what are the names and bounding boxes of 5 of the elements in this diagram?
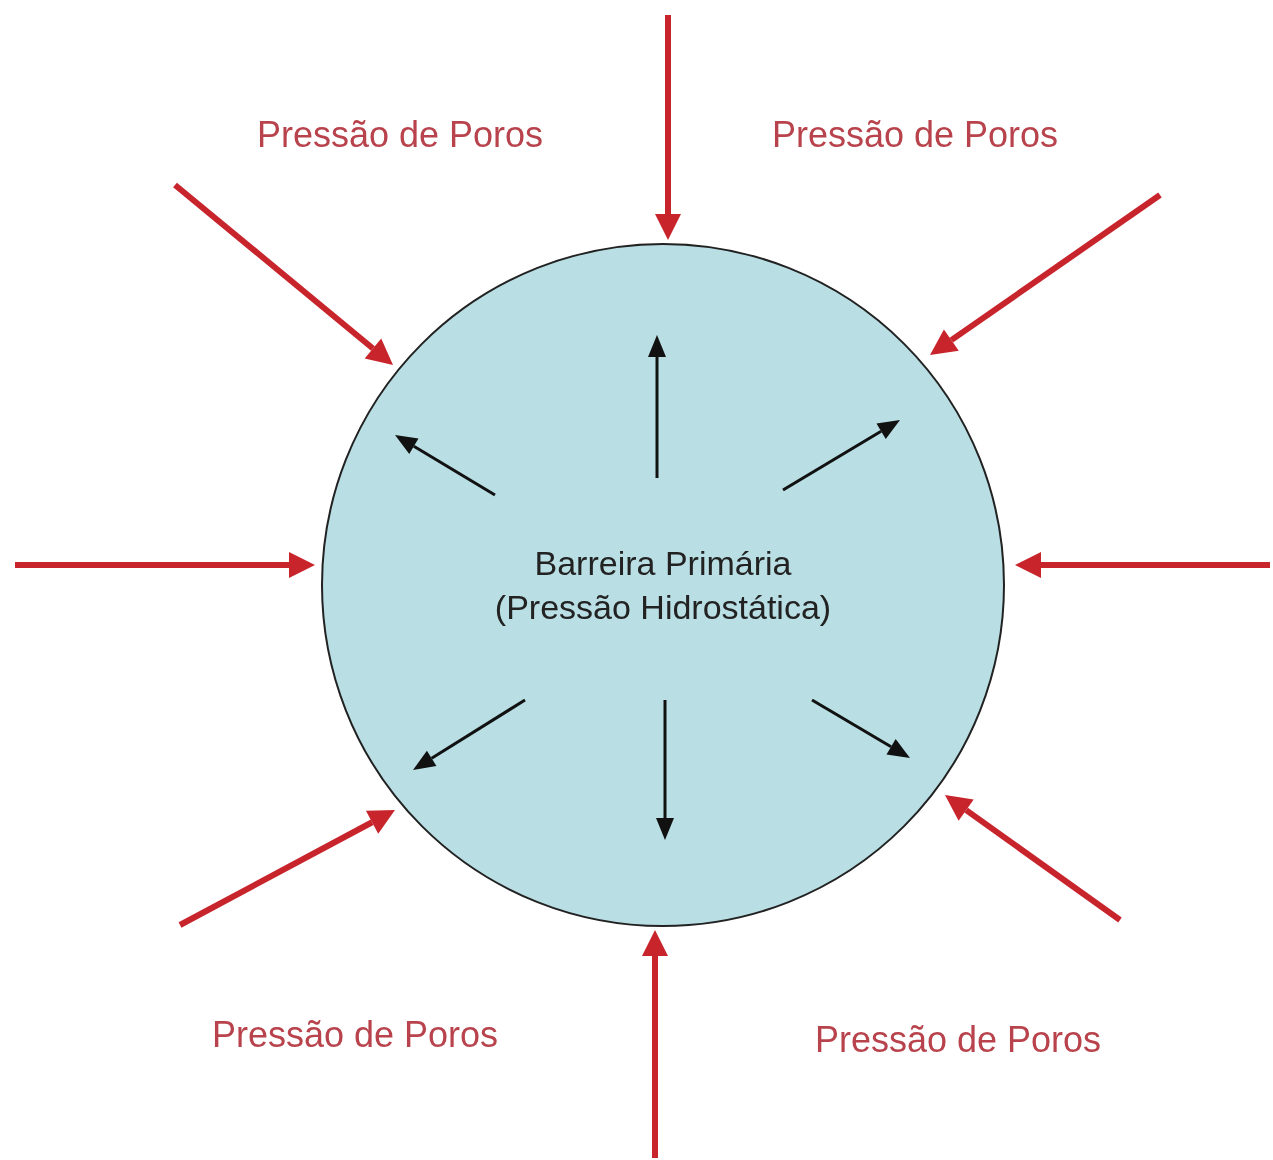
- pressure-label: Pressão de Poros: [814, 1019, 1102, 1061]
- pressure-label: Pressão de Poros: [256, 114, 544, 156]
- pressure-label: Pressão de Poros: [211, 1014, 499, 1056]
- pressure-label: Pressão de Poros: [771, 114, 1059, 156]
- barrier-label: Barreira Primária (Pressão Hidrostática): [493, 542, 833, 628]
